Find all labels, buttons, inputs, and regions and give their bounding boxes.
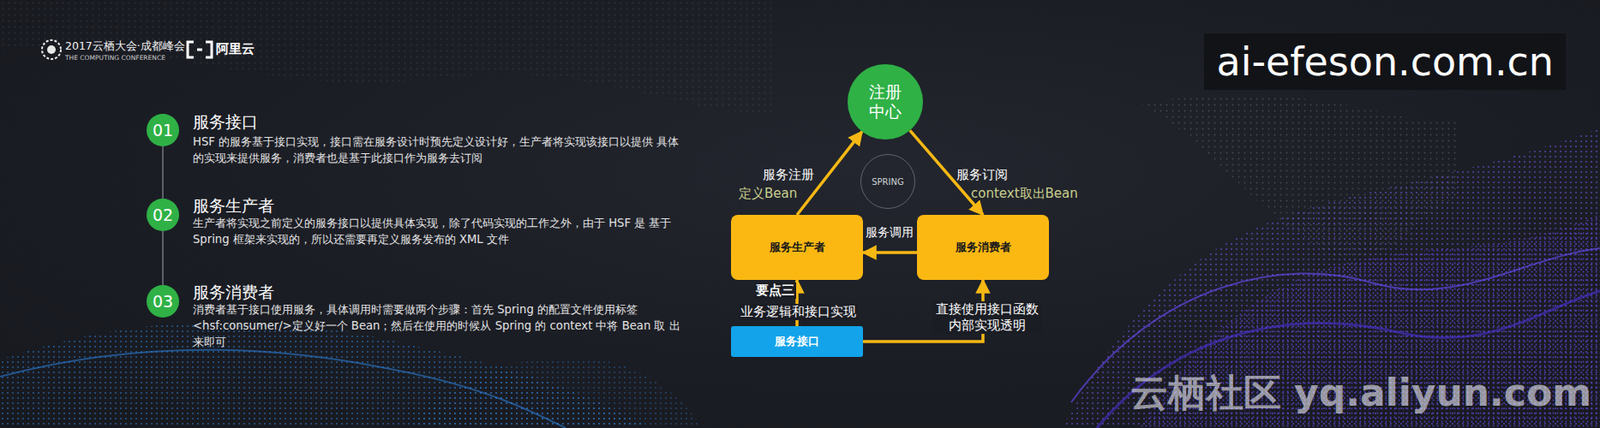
watermark: 云栖社区 yq.aliyun.com: [1130, 368, 1592, 420]
flow-arrow: [862, 251, 917, 255]
item-body: 生产者将实现之前定义的服务接口以提供具体实现，除了代码实现的工作之外，由于 HS…: [192, 215, 689, 248]
node-text: 注册 中心: [867, 82, 904, 122]
node-text: SPRING: [871, 177, 905, 187]
brand-name: 阿里云: [215, 41, 255, 58]
registry-circle: 注册 中心: [847, 64, 923, 140]
spring-circle: SPRING: [860, 154, 916, 210]
consumer-box: 服务消费者: [916, 215, 1049, 281]
node-text: 服务接口: [774, 334, 820, 350]
item-heading: 服务生产者: [192, 195, 275, 217]
step-number: 02: [146, 198, 180, 232]
note-text: context取出Bean: [970, 185, 1079, 203]
conference-title: 2017云栖大会·成都峰会: [65, 39, 186, 54]
step-number: 03: [146, 285, 180, 318]
item-heading: 服务接口: [192, 111, 258, 133]
edge-label: 服务注册: [762, 167, 815, 184]
node-text: 01: [152, 120, 174, 140]
producer-box: 服务生产者: [731, 215, 863, 281]
aliyun-logo: [187, 41, 212, 58]
node-text: 服务消费者: [955, 239, 1012, 256]
conference-logo: [41, 40, 61, 60]
item-body: 消费者基于接口使用服务，具体调用时需要做两个步骤：首先 Spring 的配置文件…: [192, 301, 689, 351]
timeline-line: [161, 146, 164, 199]
edge-label: 直接使用接口函数 内部实现透明: [932, 301, 1043, 335]
node-text: 服务生产者: [769, 239, 826, 256]
callout-text: 要点三: [754, 282, 797, 300]
conference-subtitle: THE COMPUTING CONFERENCE: [65, 53, 166, 62]
step-number: 01: [146, 113, 180, 147]
watermark: ai-efeson.com.cn: [1204, 33, 1566, 90]
node-text: 03: [152, 292, 174, 312]
note-text: 定义Bean: [738, 185, 798, 203]
timeline-line: [161, 231, 164, 286]
node-text: 02: [152, 205, 174, 225]
edge-label: 业务逻辑和接口实现: [738, 304, 858, 321]
interface-box: 服务接口: [731, 326, 863, 358]
edge-label: 服务订阅: [956, 167, 1008, 184]
item-body: HSF 的服务基于接口实现，接口需在服务设计时预先定义设计好，生产者将实现该接口…: [192, 133, 689, 167]
edge-label: 服务调用: [865, 225, 914, 241]
item-heading: 服务消费者: [192, 281, 275, 304]
